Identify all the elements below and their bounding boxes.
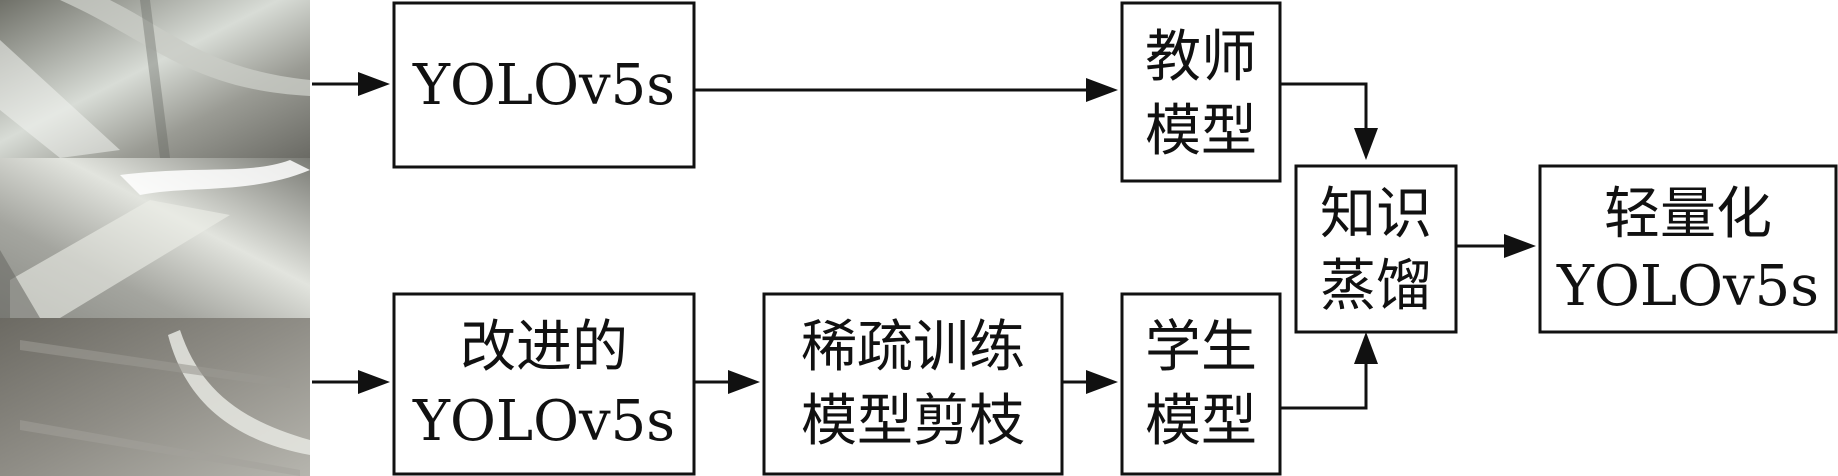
node-teacher-line2: 模型 (1145, 99, 1257, 164)
node-student-model: 学生 模型 (1120, 292, 1282, 476)
arrow-image-to-yolo (312, 72, 390, 96)
node-light-line1: 轻量化 (1604, 182, 1772, 247)
arrow-student-to-distill (1280, 332, 1378, 410)
node-knowledge-distillation: 知识 蒸馏 (1294, 164, 1458, 334)
node-lightweight-yolov5s: 轻量化 YOLOv5s (1538, 164, 1838, 334)
node-distill-line1: 知识 (1320, 182, 1432, 247)
arrow-image-to-improved (312, 370, 390, 394)
node-distill-line2: 蒸馏 (1320, 254, 1432, 319)
arrow-teacher-to-distill (1280, 82, 1378, 160)
node-sparse-line1: 稀疏训练 (801, 315, 1025, 380)
input-image-strip (0, 0, 310, 476)
arrow-improved-to-sparse (694, 370, 760, 394)
node-sparse-line2: 模型剪枝 (801, 389, 1025, 454)
arrow-distill-to-lightweight (1456, 234, 1536, 258)
node-yolov5s: YOLOv5s (392, 1, 696, 169)
input-image-3 (0, 318, 310, 476)
node-student-line2: 模型 (1145, 389, 1257, 454)
node-improved-line2: YOLOv5s (412, 389, 675, 454)
node-teacher-line1: 教师 (1145, 25, 1257, 90)
arrow-yolo-to-teacher (694, 78, 1118, 102)
node-sparse-training-pruning: 稀疏训练 模型剪枝 (762, 292, 1064, 476)
input-image-1 (0, 0, 310, 158)
input-image-2 (0, 158, 310, 318)
node-improved-yolov5s: 改进的 YOLOv5s (392, 292, 696, 476)
node-improved-line1: 改进的 (460, 315, 628, 380)
node-teacher-model: 教师 模型 (1120, 1, 1282, 183)
node-light-line2: YOLOv5s (1556, 254, 1819, 319)
node-yolov5s-label: YOLOv5s (412, 53, 675, 118)
arrow-sparse-to-student (1062, 370, 1118, 394)
node-student-line1: 学生 (1145, 315, 1257, 380)
